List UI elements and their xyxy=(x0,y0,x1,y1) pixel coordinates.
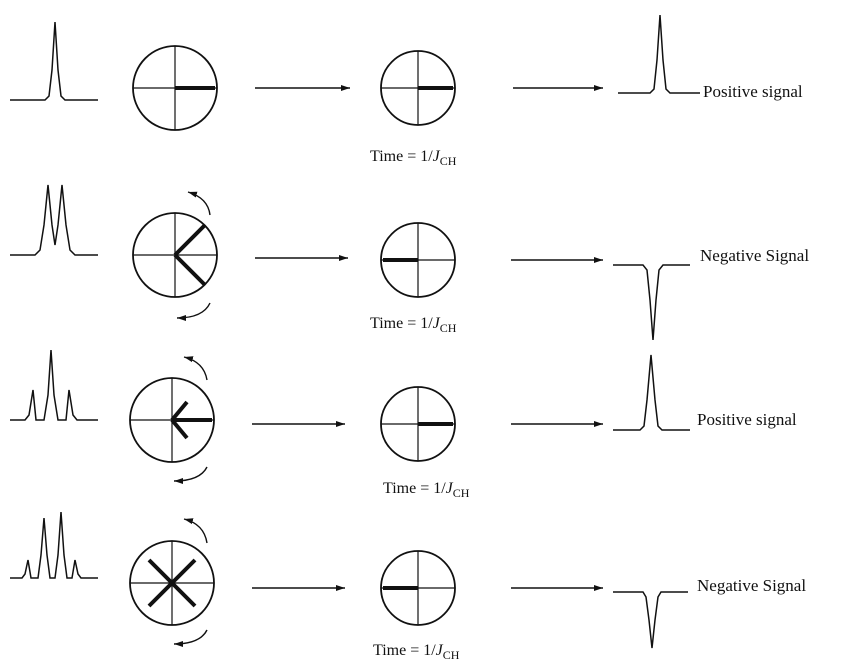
vector-wheel-after-delay xyxy=(380,550,456,626)
vector-wheel-after-delay xyxy=(380,386,456,462)
magnetization-vector xyxy=(173,253,207,287)
rotation-arrow-lower xyxy=(173,629,208,647)
time-label-subscript: CH xyxy=(452,486,470,500)
magnetization-vector xyxy=(147,558,174,585)
vector-wheel-after-delay xyxy=(380,222,456,298)
magnetization-vector xyxy=(170,400,189,422)
time-label: Time = 1/JCH xyxy=(383,480,469,501)
rotation-arrow-lower xyxy=(176,302,211,321)
signal-label-row4: Negative Signal xyxy=(697,576,807,595)
time-label-prefix: Time = 1/ xyxy=(383,480,446,497)
vector-wheel-after-delay xyxy=(380,50,456,126)
rotation-arrow-upper xyxy=(187,191,211,216)
row-doublet xyxy=(10,184,690,341)
rotation-arrow-lower xyxy=(173,466,208,484)
time-label: Time = 1/JCH xyxy=(370,315,456,336)
signal-label-row1: Positive signal xyxy=(703,82,803,101)
magnetization-vector xyxy=(147,581,174,608)
time-label-j: J xyxy=(432,315,440,332)
time-label: Time = 1/JCH xyxy=(373,642,459,663)
magnetization-vector xyxy=(173,223,207,257)
vector-wheel-initial xyxy=(132,212,218,298)
output-peak-negative xyxy=(613,591,688,649)
time-label-subscript: CH xyxy=(439,321,457,335)
spectrum-quartet xyxy=(10,511,98,579)
spectrum-triplet xyxy=(10,349,98,421)
time-label-subscript: CH xyxy=(439,154,457,168)
magnetization-vector xyxy=(170,418,189,440)
magnetization-vector xyxy=(170,558,197,585)
magnetization-vector xyxy=(170,581,197,608)
time-label-j: J xyxy=(435,642,443,659)
row-singlet xyxy=(10,14,700,131)
row-quartet xyxy=(10,511,688,649)
spectrum-doublet xyxy=(10,184,98,256)
vector-wheel-initial xyxy=(129,540,215,626)
spectrum-singlet xyxy=(10,21,98,101)
time-label: Time = 1/JCH xyxy=(370,148,456,169)
signal-label-row2: Negative Signal xyxy=(700,246,810,265)
rotation-arrow-upper xyxy=(183,356,208,381)
rotation-arrow-upper xyxy=(183,518,208,544)
time-label-j: J xyxy=(445,480,453,497)
time-label-subscript: CH xyxy=(442,648,460,662)
signal-label-row3: Positive signal xyxy=(697,410,797,429)
vector-wheel-initial xyxy=(129,377,215,463)
output-peak-positive xyxy=(613,354,690,431)
vector-wheel-initial xyxy=(132,45,218,131)
time-label-prefix: Time = 1/ xyxy=(370,315,433,332)
output-peak-positive xyxy=(618,14,700,94)
output-peak-negative xyxy=(613,264,690,341)
time-label-prefix: Time = 1/ xyxy=(373,642,436,659)
time-label-j: J xyxy=(432,148,440,165)
row-triplet xyxy=(10,349,690,484)
time-label-prefix: Time = 1/ xyxy=(370,148,433,165)
